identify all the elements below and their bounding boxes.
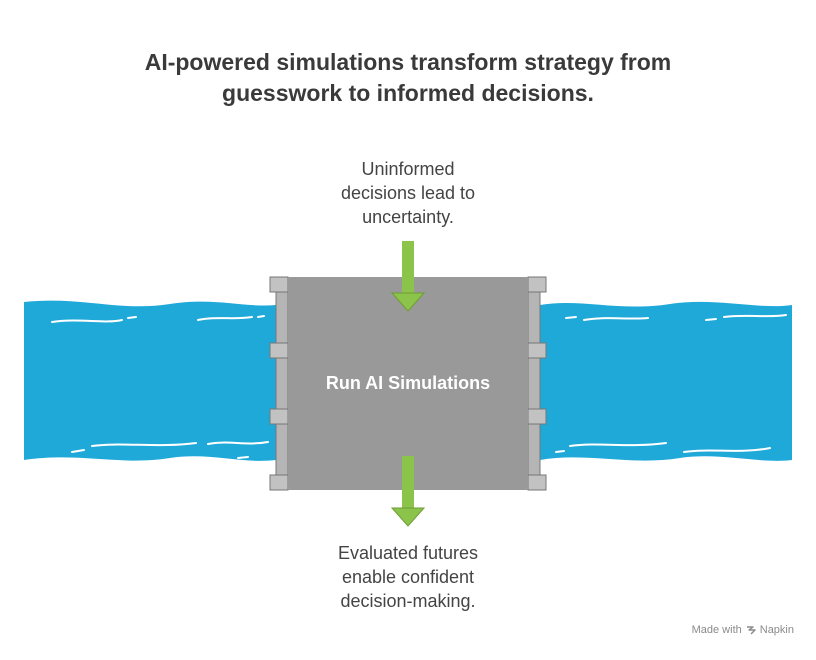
bottom-down-arrow-icon [390, 456, 426, 527]
right-water-stream [540, 301, 792, 461]
title-line-1: AI-powered simulations transform strateg… [144, 49, 672, 75]
diagram-title: AI-powered simulations transform strateg… [0, 47, 816, 109]
top-caption-line-1: Uninformed [361, 159, 455, 179]
bottom-caption-line-1: Evaluated futures [337, 543, 479, 563]
napkin-logo-icon [746, 626, 756, 635]
left-wall [269, 276, 289, 491]
napkin-brand-text: Napkin [759, 624, 794, 636]
top-down-arrow-icon [390, 241, 426, 312]
left-water-stream [24, 300, 276, 461]
napkin-credit[interactable]: Made with Napkin [692, 624, 794, 636]
made-with-text: Made with [691, 624, 742, 636]
top-caption-line-2: decisions lead to [340, 183, 476, 203]
bottom-caption: Evaluated futures enable confident decis… [296, 541, 520, 613]
simulation-gate-box [288, 277, 528, 490]
title-line-2: guesswork to informed decisions. [222, 80, 594, 106]
right-ripples [555, 314, 787, 453]
bottom-caption-line-3: decision-making. [340, 591, 476, 611]
left-ripples [51, 315, 269, 459]
top-caption: Uninformed decisions lead to uncertainty… [300, 157, 516, 229]
top-caption-line-3: uncertainty. [362, 207, 454, 227]
bottom-caption-line-2: enable confident [341, 567, 475, 587]
simulation-box-label: Run AI Simulations [325, 373, 491, 393]
